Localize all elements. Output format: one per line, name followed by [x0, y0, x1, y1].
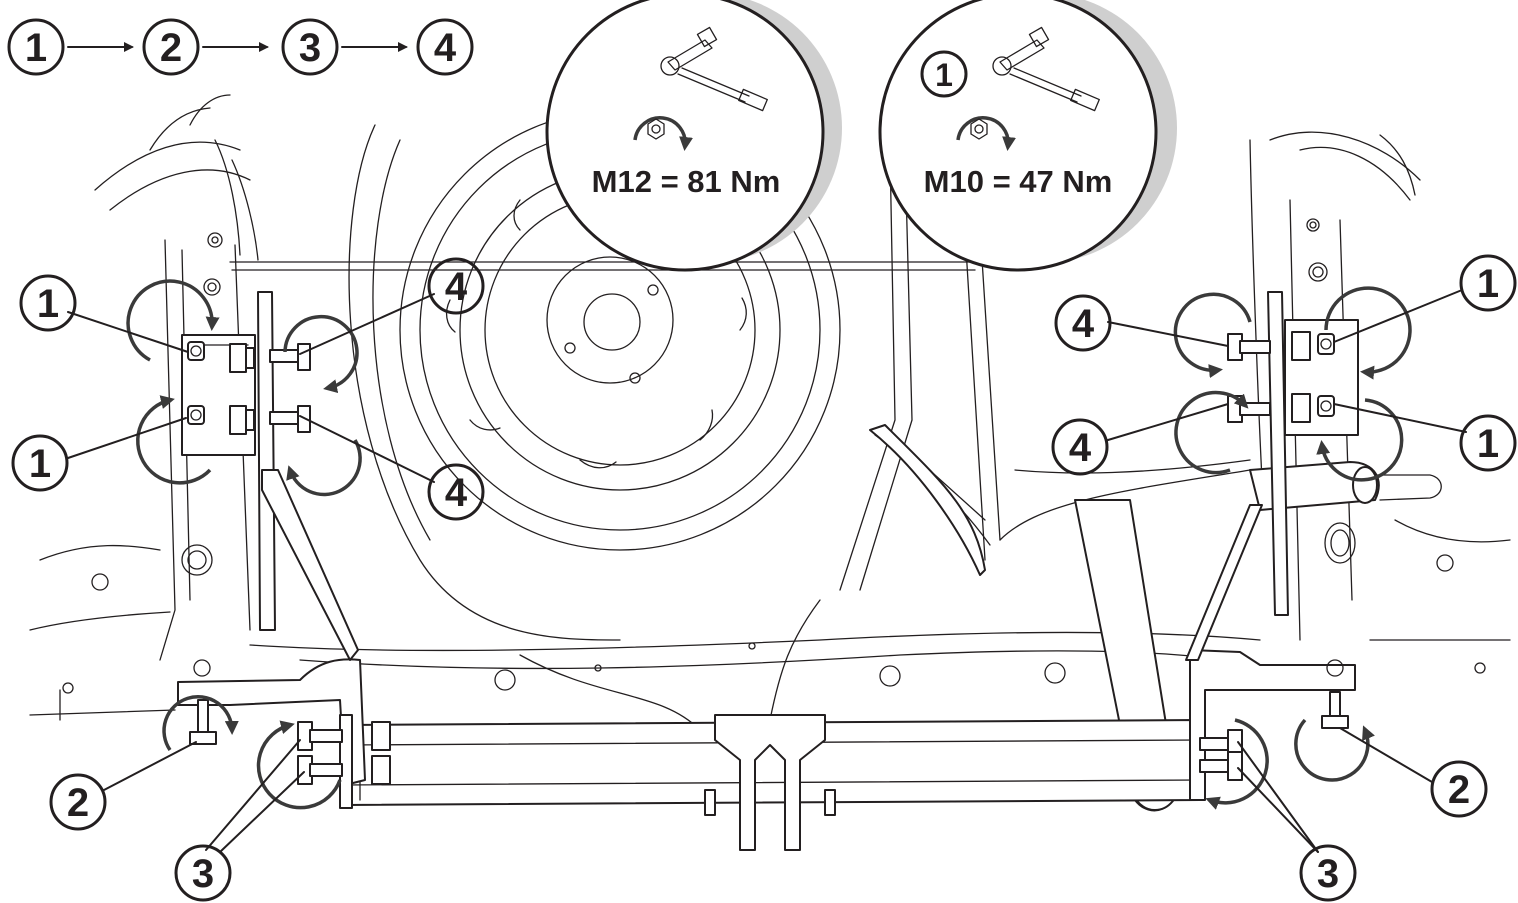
- svg-text:2: 2: [1448, 768, 1470, 812]
- svg-text:3: 3: [1317, 852, 1339, 896]
- sequence-indicator: 1 2 3 4: [7, 18, 474, 76]
- left-side-bracket: [181, 291, 359, 661]
- sequence-step-1: 1: [25, 26, 47, 70]
- callout-left-lower-nut: 1: [11, 434, 69, 492]
- callout-right-lower-bolt: 4: [1051, 418, 1109, 476]
- callout-right-upper-bolt: 4: [1054, 294, 1112, 352]
- tow-bar-beam: [177, 649, 1356, 851]
- svg-text:4: 4: [445, 265, 468, 309]
- callout-right-upper-nut: 1: [1459, 254, 1517, 312]
- torque-step-number: 1: [935, 57, 953, 93]
- svg-text:3: 3: [192, 852, 214, 896]
- right-vertical-bolt: [1321, 691, 1349, 729]
- right-beam-bolts: [1199, 729, 1243, 781]
- hex-bolt-rotation-icon: [956, 116, 1017, 151]
- callout-right-vertical-bolt: 2: [1430, 760, 1488, 818]
- torque-inset-m12: M12 = 81 Nm: [545, 0, 842, 272]
- callout-left-upper-nut: 1: [19, 274, 77, 332]
- torque-value-m10: M10 = 47 Nm: [924, 164, 1113, 199]
- left-vertical-bolt: [189, 699, 217, 745]
- svg-text:1: 1: [37, 282, 59, 326]
- rotation-arrows: [126, 279, 1412, 810]
- right-upper-fasteners: [1227, 331, 1335, 361]
- callout-right-lower-nut: 1: [1459, 414, 1517, 472]
- callout-left-vertical-bolt: 2: [49, 773, 107, 831]
- torque-wrench-icon: [992, 26, 1100, 112]
- left-upper-fasteners: [187, 341, 311, 373]
- callout-left-upper-bolt: 4: [427, 257, 485, 315]
- callout-right-beam-bolts: 3: [1299, 844, 1357, 902]
- svg-text:1: 1: [1477, 262, 1499, 306]
- svg-text:4: 4: [1069, 426, 1092, 470]
- svg-text:2: 2: [67, 781, 89, 825]
- svg-text:4: 4: [445, 471, 468, 515]
- svg-text:4: 4: [1072, 302, 1095, 346]
- torque-value-m12: M12 = 81 Nm: [592, 164, 781, 199]
- svg-text:1: 1: [1477, 422, 1499, 466]
- torque-wrench-icon: [660, 26, 768, 112]
- callout-left-beam-bolts: 3: [174, 844, 232, 902]
- hex-bolt-rotation-icon: [633, 116, 694, 151]
- sequence-step-2: 2: [160, 26, 182, 70]
- sequence-step-4: 4: [434, 26, 457, 70]
- torque-inset-m10: 1 M10 = 47 Nm: [878, 0, 1177, 272]
- sequence-step-3: 3: [299, 26, 321, 70]
- left-beam-bolts: [297, 721, 391, 785]
- callout-left-lower-bolt: 4: [427, 463, 485, 521]
- svg-text:1: 1: [29, 442, 51, 486]
- leader-lines: [67, 289, 1467, 853]
